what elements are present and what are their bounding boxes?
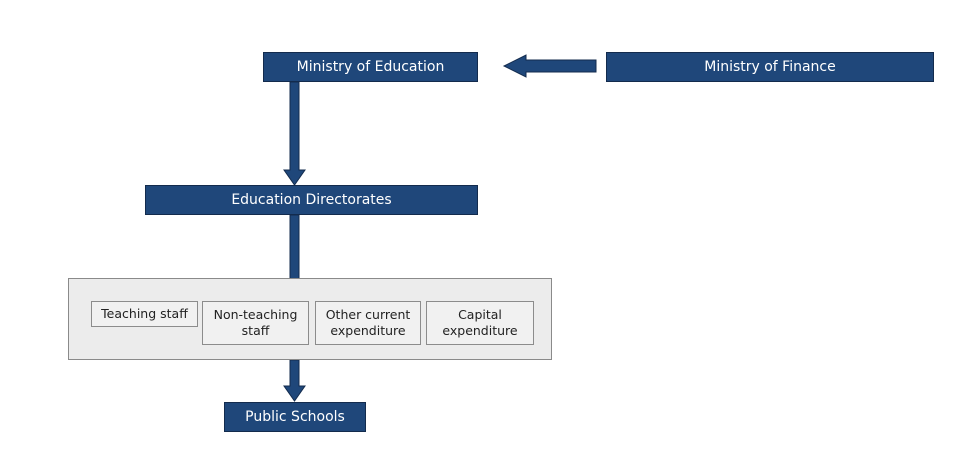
node-ministry-of-education: Ministry of Education <box>263 52 478 82</box>
arrow-panel-to-schools <box>283 359 306 402</box>
category-capital-expenditure: Capital expenditure <box>426 301 534 345</box>
arrow-finance-to-education <box>502 54 597 78</box>
category-teaching-staff: Teaching staff <box>91 301 198 327</box>
node-ministry-of-finance: Ministry of Finance <box>606 52 934 82</box>
category-non-teaching-staff: Non-teaching staff <box>202 301 309 345</box>
expenditure-categories-panel: Teaching staff Non-teaching staff Other … <box>68 278 552 360</box>
node-public-schools: Public Schools <box>224 402 366 432</box>
node-education-directorates: Education Directorates <box>145 185 478 215</box>
arrow-education-to-directorates <box>283 81 306 186</box>
category-other-current-expenditure: Other current expenditure <box>315 301 421 345</box>
connector-directorates-to-panel <box>289 214 300 280</box>
